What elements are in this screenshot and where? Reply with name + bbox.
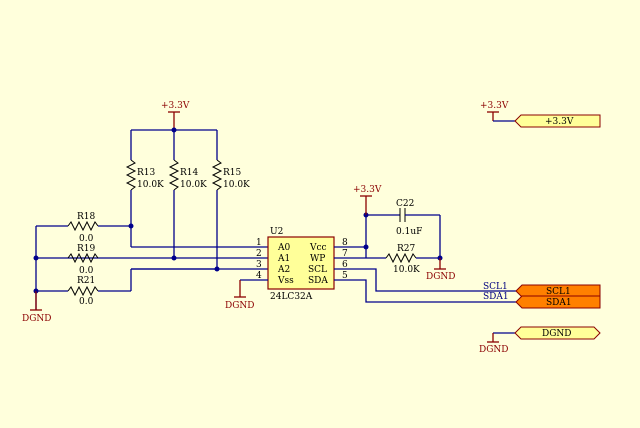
port-label: SDA1 [546,298,572,308]
port-sda1[interactable]: SDA1 [515,295,601,309]
port-3v3[interactable]: +3.3V [514,114,601,128]
resistor-r13: R13 10.0K [125,130,164,247]
resistor-ref: R13 [137,168,156,178]
pin-name: Vcc [309,243,327,253]
pin-number: 6 [342,260,348,270]
pin-name: SCL [308,265,327,275]
power-symbol-3v3-cap: +3.3V [353,185,382,215]
ground-label: DGND [225,301,255,311]
ground-symbol-port: DGND [479,332,515,355]
port-label: +3.3V [545,117,574,127]
pin-name: A0 [277,243,290,253]
power-label: +3.3V [161,101,190,111]
port-dgnd[interactable]: DGND [514,326,601,340]
resistor-ref: R15 [223,168,242,178]
resistor-value: 10.0K [393,265,420,275]
capacitor-value: 0.1uF [396,227,422,237]
ic-part: 24LC32A [270,292,313,302]
vcc-wiring [334,212,386,259]
ground-label: DGND [479,345,509,355]
ic-ref: U2 [270,227,283,237]
pin-number: 1 [256,238,262,248]
resistor-r27: R27 10.0K [385,244,440,275]
resistor-r19: R19 0.0 [67,244,99,276]
resistor-ref: R18 [77,212,96,222]
resistor-ref: R21 [77,276,95,286]
resistor-value: 0.0 [79,234,94,244]
pin-name: Vss [277,276,294,286]
net-label: SDA1 [483,292,509,302]
power-label: +3.3V [353,185,382,195]
ic-u2[interactable]: U2 24LC32A 1 2 3 4 A0 A1 A2 Vss Vcc WP S… [256,227,348,302]
resistor-value: 0.0 [79,297,94,307]
pin-number: 5 [342,271,348,281]
resistor-value: 0.0 [79,266,94,276]
pin-number: 8 [342,238,348,248]
pin-number: 4 [256,271,262,281]
ground-label: DGND [22,314,52,324]
pin-name: A1 [277,254,290,264]
resistor-ref: R19 [77,244,96,254]
resistor-ref: R14 [180,168,199,178]
resistor-ref: R27 [397,244,416,254]
scl-net: SCL1 [334,268,516,292]
port-label: DGND [542,329,572,339]
capacitor-ref: C22 [396,199,414,209]
pin-number: 3 [256,260,262,270]
chip-ground: DGND [225,279,268,311]
pin-number: 7 [342,249,348,259]
sda-net: SDA1 [334,279,516,303]
resistor-r21: R21 0.0 [36,276,131,307]
resistor-r18: R18 0.0 [36,212,131,244]
address-wires [36,223,268,291]
port-scl1[interactable]: SCL1 [515,284,601,298]
port-label: SCL1 [546,287,571,297]
ground-label: DGND [426,272,456,282]
cap-ground: DGND [426,215,456,282]
left-ground-bus: DGND [22,226,52,324]
power-symbol-3v3-resistors: +3.3V [161,101,190,130]
power-label: +3.3V [480,101,509,111]
resistor-r14: R14 10.0K [168,130,207,258]
resistor-r15: R15 10.0K [211,130,250,269]
pin-name: WP [310,254,325,264]
resistor-value: 10.0K [223,180,250,190]
net-label: SCL1 [483,282,508,292]
pin-number: 2 [256,249,262,259]
capacitor-c22: C22 0.1uF [366,199,440,237]
pin-name: A2 [277,265,290,275]
power-symbol-3v3-port: +3.3V [480,101,515,122]
pin-name: SDA [308,276,328,286]
resistor-value: 10.0K [180,180,207,190]
resistor-value: 10.0K [137,180,164,190]
